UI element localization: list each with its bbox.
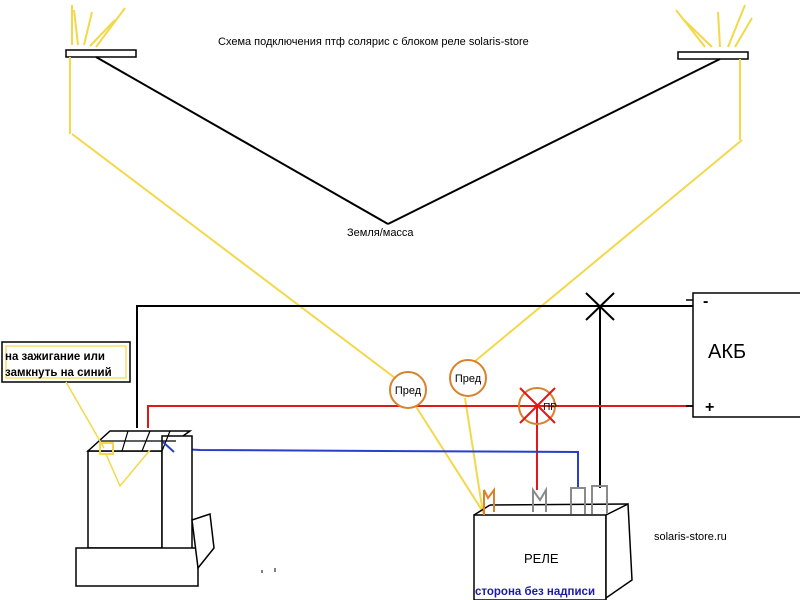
right-fog-lamp <box>675 4 753 60</box>
relay: РЕЛЕ сторона без надписи <box>473 485 633 600</box>
relay-feed-wires <box>414 397 486 516</box>
relay-side-note: сторона без надписи <box>475 586 595 598</box>
diagram-title: Схема подключения птф солярис с блоком р… <box>218 36 529 48</box>
battery: АКБ - + <box>686 292 800 418</box>
battery-plus: + <box>705 399 714 416</box>
battery-ground-wire <box>136 292 693 488</box>
ground-wires <box>95 56 721 225</box>
relay-label: РЕЛЕ <box>524 551 559 566</box>
lamp-wires <box>69 57 743 379</box>
ground-label: Земля/масса <box>347 227 414 239</box>
fuse-middle: Пред <box>449 359 487 397</box>
blue-wire <box>153 436 579 488</box>
fuse-crossed-label: ПР <box>543 402 557 413</box>
battery-minus: - <box>703 293 708 310</box>
fuse-left-label: Пред <box>395 385 422 397</box>
watermark: solaris-store.ru <box>654 531 727 543</box>
battery-label: АКБ <box>708 341 746 363</box>
battery-positive-wire <box>147 405 693 490</box>
fuse-block <box>75 430 215 587</box>
ignition-note: на зажигание или замкнуть на синий <box>1 341 131 449</box>
ignition-note-line1: на зажигание или <box>5 351 105 363</box>
fuse-crossed: ПР <box>518 387 557 425</box>
ignition-note-line2: замкнуть на синий <box>5 367 112 379</box>
fuse-left: Пред <box>389 371 427 409</box>
fuse-middle-label: Пред <box>455 373 482 385</box>
left-fog-lamp <box>65 5 137 58</box>
